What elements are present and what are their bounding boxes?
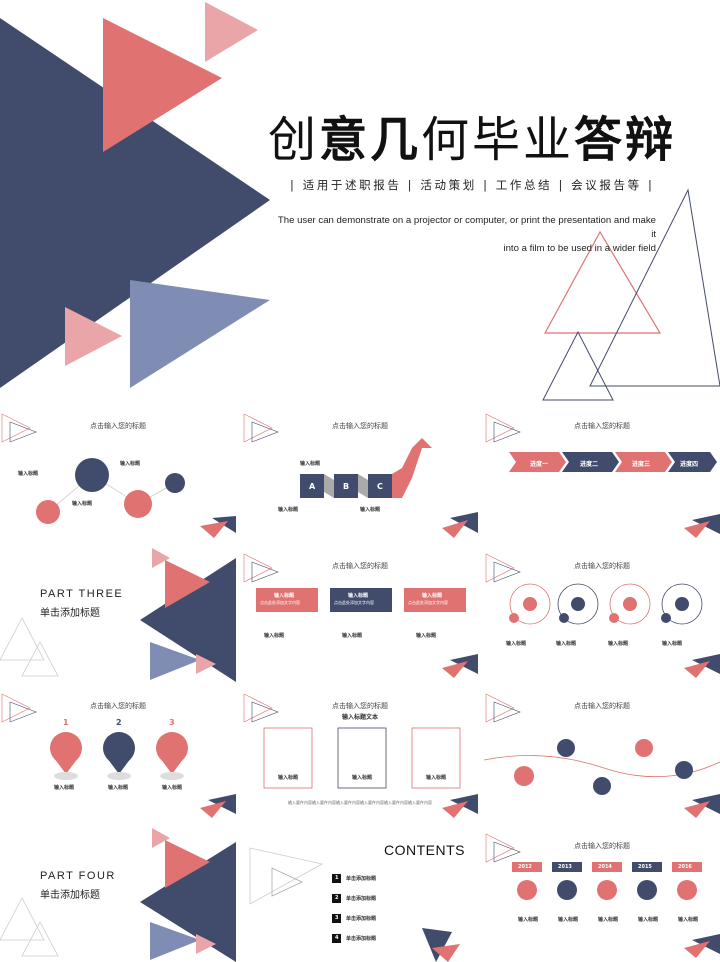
cover-slide: 创意几何毕业答辩 | 适用于述职报告 | 活动策划 | 工作总结 | 会议报告等…	[0, 0, 720, 405]
pink-triangle-bottom	[65, 307, 122, 366]
steel-triangle	[130, 280, 270, 388]
coral-triangle	[103, 18, 222, 152]
part-title: PART THREE	[40, 588, 124, 600]
part-title: PART FOUR	[40, 870, 116, 882]
cover-geometry	[0, 2, 720, 401]
cover-subtitle: | 适用于述职报告 | 活动策划 | 工作总结 | 会议报告等 |	[290, 178, 655, 192]
contents-title: CONTENTS	[384, 842, 465, 858]
slide-heading: 点击输入您的标题	[332, 702, 388, 710]
slide-heading: 点击输入您的标题	[574, 422, 630, 430]
outline-triangle-coral	[543, 230, 662, 334]
slide-thumb-4[interactable]: PART THREE 单击添加标题	[0, 548, 236, 682]
outline-triangle-small	[542, 330, 614, 401]
slide-thumb-2[interactable]: 点击输入您的标题 A B C 输入标题 输入标题 输入标题	[242, 408, 478, 542]
slide-thumb-11[interactable]: CONTENTS 1 单击添加标题 2 单击添加标题 3 单击添加标题 4 单击…	[242, 828, 478, 962]
slide-heading: 点击输入您的标题	[574, 702, 630, 710]
slide-heading: 点击输入您的标题	[574, 842, 630, 850]
slide-heading: 点击输入您的标题	[332, 562, 388, 570]
slide-thumb-9[interactable]: 点击输入您的标题	[484, 688, 720, 822]
slide-thumb-3[interactable]: 点击输入您的标题 进度一 进度二 进度三 进度四	[484, 408, 720, 542]
cover-title: 创意几何毕业答辩	[268, 112, 677, 168]
slide-heading: 点击输入您的标题	[90, 702, 146, 710]
slide-heading: 点击输入您的标题	[90, 422, 146, 430]
pink-triangle-top	[205, 2, 258, 62]
slide-thumb-1[interactable]: 点击输入您的标题 输入标题 输入标题 输入标题	[0, 408, 236, 542]
slide-heading: 点击输入您的标题	[332, 422, 388, 430]
slide-thumb-6[interactable]: 点击输入您的标题 输入标题 输入标题 输入标题 输入标题	[484, 548, 720, 682]
slide-thumb-7[interactable]: 点击输入您的标题 1 2 3 输入标题 输入标题 输入标题	[0, 688, 236, 822]
outline-triangle-navy	[589, 188, 720, 387]
part-subtitle: 单击添加标题	[40, 608, 100, 619]
slide-thumb-12[interactable]: 点击输入您的标题 2012 2013 2014 2015 2016 输入标题 输…	[484, 828, 720, 962]
slide-thumb-10[interactable]: PART FOUR 单击添加标题	[0, 828, 236, 962]
cover-description: The user can demonstrate on a projector …	[277, 215, 656, 254]
slide-thumb-5[interactable]: 点击输入您的标题 输入标题 点击此处添加文字内容 输入标题 点击此处添加文字内容…	[242, 548, 478, 682]
slide-heading: 点击输入您的标题	[574, 562, 630, 570]
navy-triangle	[0, 18, 270, 388]
part-subtitle: 单击添加标题	[40, 890, 100, 901]
slide-thumb-8[interactable]: 点击输入您的标题 输入标题文本 输入标题 输入标题 输入标题 输入要件内容输入要…	[242, 688, 478, 822]
